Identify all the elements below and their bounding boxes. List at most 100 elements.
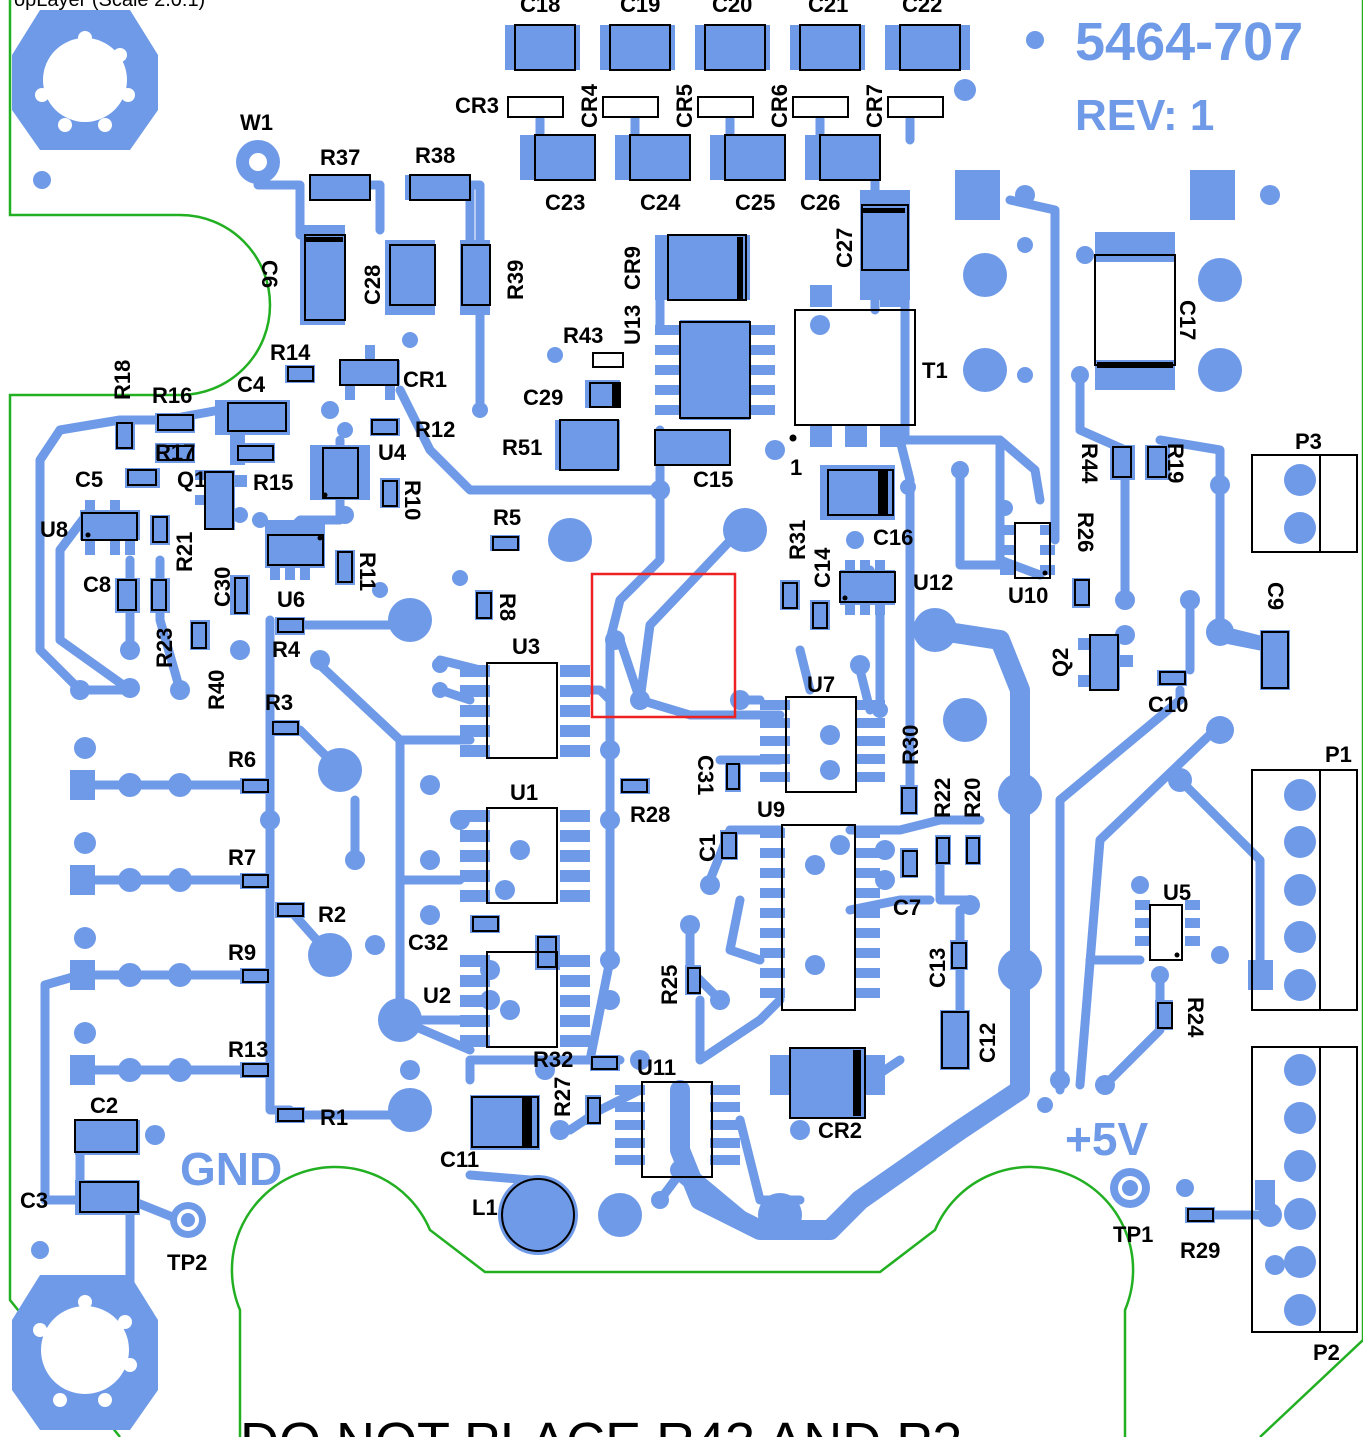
- designator-TP1: TP1: [1113, 1222, 1153, 1247]
- designator-C29: C29: [523, 385, 563, 410]
- designator-U6: U6: [277, 587, 305, 612]
- designator-U9: U9: [757, 797, 785, 822]
- designator-C5: C5: [75, 467, 103, 492]
- designator-C21: C21: [808, 0, 848, 17]
- designator-R20: R20: [960, 778, 985, 818]
- designator-U11: U11: [637, 1055, 676, 1080]
- designator-R27: R27: [550, 1077, 575, 1117]
- designator-R1: R1: [320, 1105, 348, 1130]
- designator-R19: R19: [1163, 443, 1188, 483]
- designator-R10: R10: [400, 480, 425, 520]
- designator-U5: U5: [1163, 880, 1191, 905]
- designator-C18: C18: [520, 0, 560, 17]
- designator-R32: R32: [533, 1047, 573, 1072]
- designator-CR4: CR4: [577, 83, 602, 128]
- designator-C11: C11: [440, 1147, 479, 1172]
- designator-U2: U2: [423, 983, 451, 1008]
- designator-C3: C3: [20, 1188, 48, 1213]
- designator-P2: P2: [1313, 1340, 1340, 1365]
- designator-R29: R29: [1180, 1238, 1220, 1263]
- designator-CR2: CR2: [818, 1118, 862, 1143]
- designator-R9: R9: [228, 940, 256, 965]
- designator-L1: L1: [472, 1195, 498, 1220]
- designator-C4: C4: [237, 372, 266, 397]
- designator-CR7: CR7: [862, 84, 887, 128]
- designator-C25: C25: [735, 190, 775, 215]
- designator-C15: C15: [693, 467, 733, 492]
- designator-U10: U10: [1008, 583, 1048, 608]
- designator-C17: C17: [1175, 300, 1200, 340]
- designator-U1: U1: [510, 780, 538, 805]
- designator-U12: U12: [913, 570, 953, 595]
- designator-R11: R11: [355, 552, 380, 591]
- designators: C18 C19 C20 C21 C22 CR3 C23 C24 C25 C26 …: [20, 0, 1352, 1365]
- designator-C26: C26: [800, 190, 840, 215]
- designator-R30: R30: [898, 725, 923, 765]
- polarity-marks: [85, 208, 1180, 1146]
- designator-C20: C20: [712, 0, 752, 17]
- designator-R16: R16: [152, 383, 192, 408]
- designator-C22: C22: [902, 0, 942, 17]
- designator-R18: R18: [110, 360, 135, 400]
- revision: REV: 1: [1075, 91, 1214, 140]
- designator-R14: R14: [270, 340, 311, 365]
- designator-R26: R26: [1073, 512, 1098, 552]
- pin1-marker: 1: [790, 455, 802, 480]
- designator-R15: R15: [253, 470, 293, 495]
- gnd-label: GND: [180, 1143, 282, 1195]
- designator-R8: R8: [495, 593, 520, 621]
- designator-P3: P3: [1295, 429, 1322, 454]
- designator-R31: R31: [785, 520, 810, 560]
- designator-R51: R51: [502, 435, 542, 460]
- designator-C24: C24: [640, 190, 681, 215]
- designator-C23: C23: [545, 190, 585, 215]
- designator-CR6: CR6: [767, 84, 792, 128]
- designator-C19: C19: [620, 0, 660, 17]
- designator-CR3: CR3: [455, 93, 499, 118]
- designator-U7: U7: [807, 672, 835, 697]
- copper-pads: [12, 10, 1316, 1430]
- designator-C12: C12: [975, 1023, 1000, 1063]
- designator-R23: R23: [152, 628, 177, 668]
- designator-CR1: CR1: [403, 367, 447, 392]
- designator-R17: R17: [155, 440, 195, 465]
- silkscreen-outlines: [74, 24, 1358, 1333]
- designator-C9: C9: [1263, 582, 1288, 610]
- designator-R7: R7: [228, 845, 256, 870]
- designator-R13: R13: [228, 1037, 268, 1062]
- designator-R3: R3: [265, 690, 293, 715]
- part-number: 5464-707: [1075, 12, 1303, 72]
- designator-P1: P1: [1325, 742, 1352, 767]
- designator-R24: R24: [1183, 997, 1208, 1038]
- layer-title: TopLayer (Scale 2.0:1): [4, 0, 205, 11]
- designator-R2: R2: [318, 902, 346, 927]
- designator-R40: R40: [204, 670, 229, 710]
- plus5v-label: +5V: [1065, 1113, 1148, 1165]
- designator-C7: C7: [893, 895, 921, 920]
- designator-R37: R37: [320, 145, 360, 170]
- designator-R44: R44: [1077, 443, 1102, 484]
- designator-T1: T1: [922, 358, 948, 383]
- designator-R12: R12: [415, 417, 455, 442]
- designator-U13: U13: [620, 305, 645, 345]
- designator-U8: U8: [40, 517, 68, 542]
- designator-R38: R38: [415, 143, 455, 168]
- designator-R4: R4: [272, 637, 301, 662]
- designator-C16: C16: [873, 525, 913, 550]
- designator-C32: C32: [408, 930, 448, 955]
- designator-R21: R21: [172, 532, 197, 572]
- designator-C8: C8: [83, 572, 111, 597]
- designator-TP2: TP2: [167, 1250, 207, 1275]
- designator-Q2: Q2: [1048, 648, 1073, 677]
- designator-CR9: CR9: [620, 246, 645, 290]
- designator-U3: U3: [512, 634, 540, 659]
- highlight-box: [590, 572, 737, 719]
- designator-C6: C6: [257, 260, 282, 288]
- designator-R39: R39: [503, 260, 528, 300]
- designator-C13: C13: [925, 948, 950, 988]
- designator-U4: U4: [378, 440, 407, 465]
- footer-note: DO NOT PLACE R43 AND P2: [240, 1412, 962, 1437]
- designator-R43: R43: [563, 323, 603, 348]
- designator-W1: W1: [240, 110, 273, 135]
